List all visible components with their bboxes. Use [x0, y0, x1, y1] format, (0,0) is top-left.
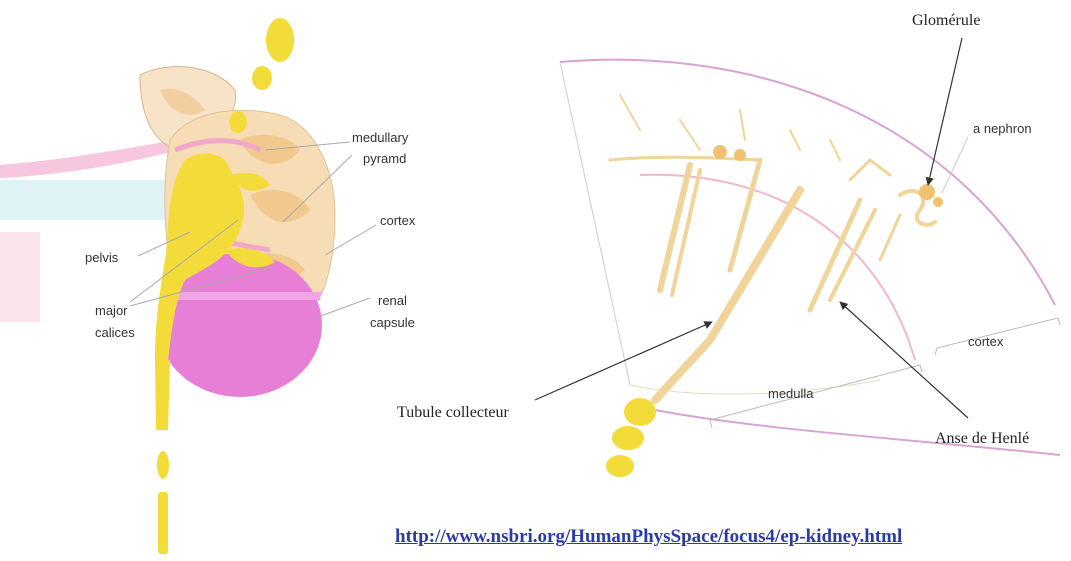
- arrow-glomerule: [928, 38, 962, 185]
- loop-4: [880, 215, 900, 260]
- label-renal-line2: capsule: [370, 315, 415, 330]
- ureter-drop-1: [266, 18, 294, 62]
- label-major-calices-line2: calices: [95, 325, 135, 340]
- radial-vessels: [620, 95, 840, 160]
- label-tubule-collecteur: Tubule collecteur: [397, 404, 510, 421]
- ureter-drop-2: [252, 66, 272, 90]
- convoluted-tubule: [850, 160, 890, 180]
- label-medullary-line1: medullary: [352, 130, 409, 145]
- papilla-drop-3: [606, 455, 634, 477]
- label-cortex-right: cortex: [968, 334, 1004, 349]
- label-cortex-left: cortex: [380, 213, 416, 228]
- glomerulus-main: [919, 184, 935, 200]
- kidney-section-diagram: medullary pyramd cortex pelvis major cal…: [0, 18, 416, 554]
- glomerulus-1: [713, 145, 727, 159]
- medulla-bracket: [710, 365, 922, 428]
- nephron-tubules: [610, 95, 935, 400]
- label-glomerule: Glomérule: [912, 12, 980, 29]
- ureter-lower: [158, 492, 168, 554]
- glomerulus-2: [734, 149, 746, 161]
- wedge-outer-arc: [560, 60, 1055, 305]
- renal-vessel-band: [0, 180, 170, 220]
- wedge-left-edge: [560, 62, 630, 385]
- label-pelvis: pelvis: [85, 250, 119, 265]
- label-anse-de-henle: Anse de Henlé: [935, 430, 1029, 447]
- label-major-calices-line1: major: [95, 303, 128, 318]
- nephron-wedge-diagram: Glomérule a nephron cortex medulla Tubul…: [397, 12, 1060, 477]
- papilla-drop-1: [624, 398, 656, 426]
- ureter-drop-3: [229, 111, 247, 133]
- arrow-anse-de-henle: [840, 302, 968, 418]
- label-a-nephron: a nephron: [973, 121, 1032, 136]
- papilla-drop-2: [612, 426, 644, 450]
- renal-artery: [0, 140, 180, 178]
- ureter: [155, 360, 170, 430]
- leader-renal-capsule: [315, 298, 370, 318]
- source-url-link[interactable]: http://www.nsbri.org/HumanPhysSpace/focu…: [395, 526, 902, 548]
- label-medulla: medulla: [768, 386, 814, 401]
- glomerulus-main-b: [933, 197, 943, 207]
- ureter-drop-4: [157, 451, 169, 479]
- renal-vein-stub: [0, 232, 40, 322]
- capsule-rim: [168, 292, 322, 300]
- label-renal-line1: renal: [378, 293, 407, 308]
- label-medullary-line2: pyramd: [363, 151, 406, 166]
- loop-2: [730, 160, 760, 270]
